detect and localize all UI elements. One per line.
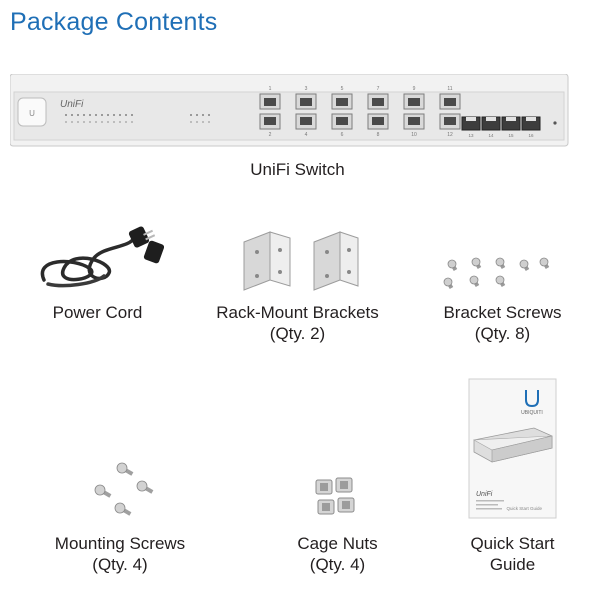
power-cord-image: [40, 226, 164, 288]
sfp-port-number-top: 7: [377, 86, 380, 92]
svg-text:U: U: [29, 109, 35, 118]
rj45-port-number: 13: [468, 133, 474, 138]
caption-quick-start-guide: Quick Start Guide: [470, 534, 555, 574]
sfp-port-number-top: 9: [413, 86, 416, 92]
sfp-port-number-bottom: 12: [447, 132, 453, 138]
bracket-screws-image: [443, 257, 550, 290]
page-title: Package Contents: [10, 8, 218, 36]
rack-mount-brackets-image: [243, 231, 359, 291]
sfp-port-number-bottom: 6: [341, 132, 344, 138]
rj45-port-number: 14: [488, 133, 494, 138]
caption-unifi-switch: UniFi Switch: [250, 160, 345, 179]
sfp-port-number-top: 3: [305, 86, 308, 92]
rj45-port-number: 16: [528, 133, 534, 138]
caption-cage-nuts: Cage Nuts (Qty. 4): [297, 534, 378, 574]
cage-nuts-image: [315, 477, 355, 515]
guide-product-label: UniFi: [476, 491, 493, 498]
caption-bracket-screws: Bracket Screws (Qty. 8): [443, 303, 562, 343]
sfp-port-number-top: 5: [341, 86, 344, 92]
guide-cover-title: Quick Start Guide: [506, 506, 542, 511]
quick-start-guide-image: UBIQUITI UniFi Quick Start Guide: [468, 378, 557, 519]
sfp-port-number-bottom: 2: [269, 132, 272, 138]
switch-brand-label: UniFi: [60, 99, 84, 110]
mounting-screws-image: [94, 462, 154, 516]
caption-power-cord: Power Cord: [52, 303, 143, 322]
caption-mounting-screws: Mounting Screws (Qty. 4): [54, 534, 186, 574]
sfp-port-number-bottom: 10: [411, 132, 417, 138]
sfp-port-number-bottom: 8: [377, 132, 380, 138]
caption-rack-mount-brackets: Rack-Mount Brackets (Qty. 2): [216, 303, 379, 343]
sfp-port-number-top: 11: [447, 86, 452, 92]
guide-brand-label: UBIQUITI: [521, 410, 543, 416]
sfp-port-number-bottom: 4: [305, 132, 308, 138]
sfp-port-number-top: 1: [269, 86, 272, 92]
rj45-port-number: 15: [508, 133, 514, 138]
